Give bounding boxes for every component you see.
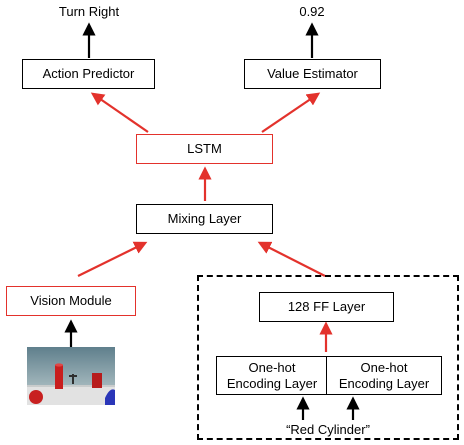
onehot-encoding-right-node: One-hot Encoding Layer <box>326 356 442 395</box>
camera-observation-image <box>27 347 115 405</box>
arrow-ff-to-mixing <box>257 241 326 277</box>
arrow-lstm-to-action <box>90 92 149 133</box>
mixing-layer-node: Mixing Layer <box>136 204 273 234</box>
action-output-label: Turn Right <box>58 4 120 19</box>
instruction-text: “Red Cylinder” <box>286 422 370 437</box>
vision-module-node: Vision Module <box>6 286 136 316</box>
ff-layer-node: 128 FF Layer <box>259 292 394 322</box>
action-predictor-node: Action Predictor <box>22 59 155 89</box>
arrow-lstm-to-value <box>261 92 321 133</box>
language-module-container <box>197 275 459 440</box>
value-output-label: 0.92 <box>299 4 325 19</box>
lstm-node: LSTM <box>136 134 273 164</box>
onehot-encoding-left-node: One-hot Encoding Layer <box>216 356 328 395</box>
arrow-vision-to-mixing <box>77 241 148 277</box>
value-estimator-node: Value Estimator <box>244 59 381 89</box>
